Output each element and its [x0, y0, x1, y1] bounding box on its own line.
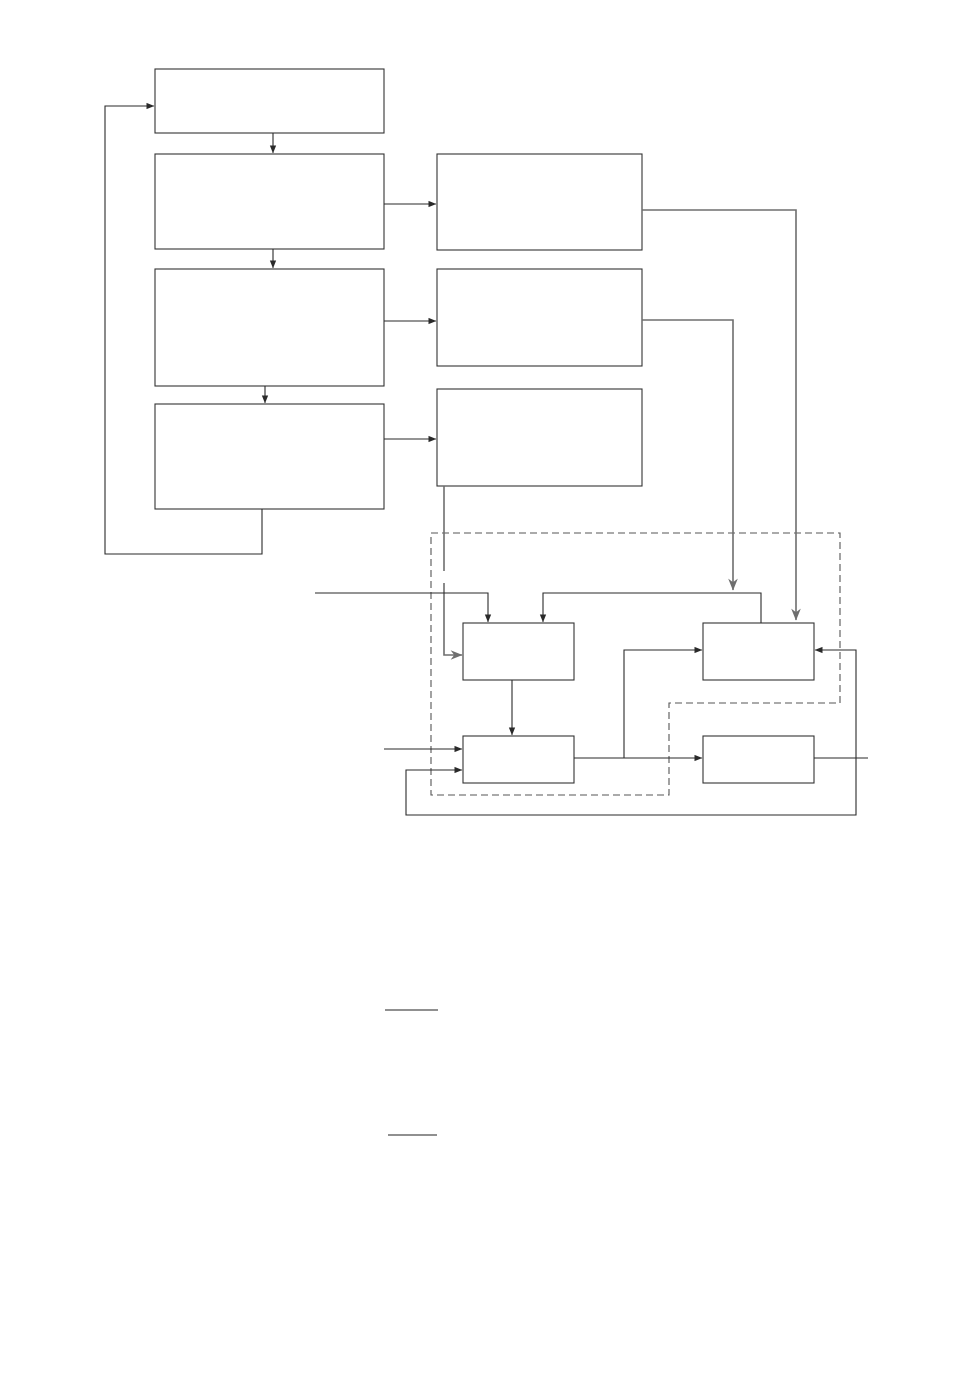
output-box-1: [436, 153, 643, 251]
subsystem-block-top-left: [462, 622, 575, 681]
arrow-top-right-to-top-left: [539, 592, 762, 623]
input-arrow-top-left-block: [315, 592, 492, 623]
output-box-3: [436, 388, 643, 487]
subsystem-block-bottom-right: [702, 735, 815, 784]
process-box-1: [154, 68, 385, 134]
feedback-loop-arrow: [104, 102, 263, 555]
process-box-3: [154, 268, 385, 387]
gray-arrow-output2-to-subsystem: [642, 319, 738, 591]
subsystem-block-top-right: [702, 622, 815, 681]
output-box-2: [436, 268, 643, 367]
process-box-4: [154, 403, 385, 510]
arrow-branch-to-top-right-block: [623, 646, 703, 758]
process-box-2: [154, 153, 385, 250]
subsystem-block-bottom-left: [462, 735, 575, 784]
feedback-arrow-to-bottom-left-block: [405, 758, 857, 816]
dashed-boundary: [430, 532, 841, 796]
gray-arrow-output3-to-top-left-block-lower: [443, 583, 463, 660]
feedback-arrow-to-top-right-block: [814, 646, 857, 758]
gray-arrow-output1-to-top-right-block: [642, 209, 801, 621]
